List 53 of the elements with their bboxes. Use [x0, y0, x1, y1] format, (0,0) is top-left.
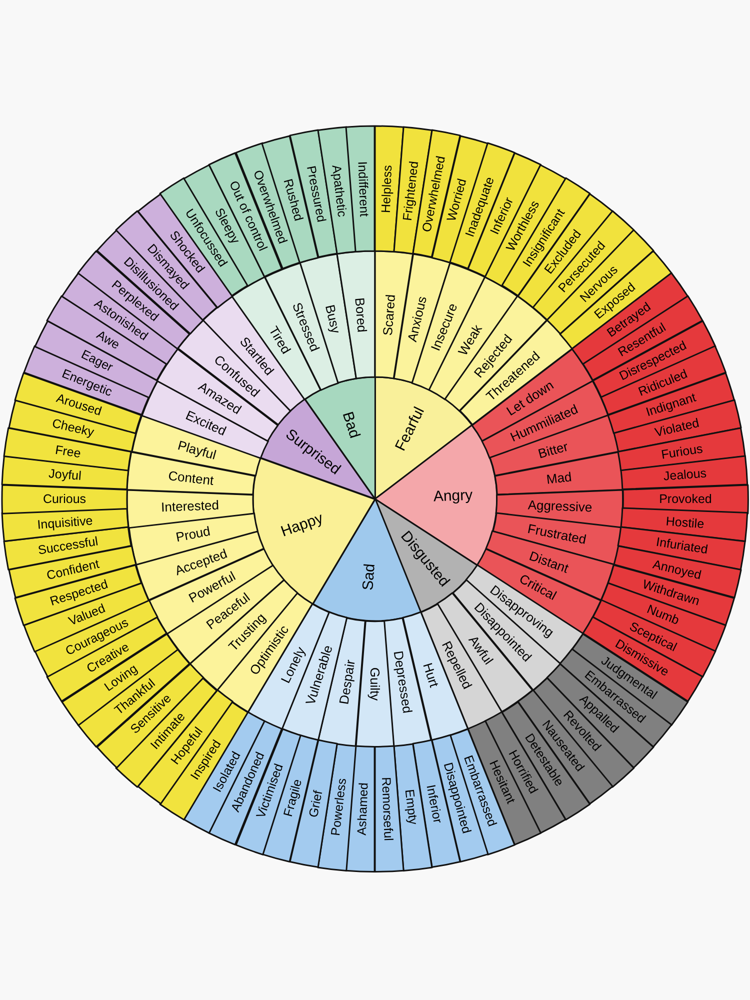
- emotion-segment: [1, 484, 128, 514]
- emotion-label: Content: [168, 468, 215, 487]
- emotion-label: Apathetic: [330, 164, 349, 218]
- emotion-label: Mad: [545, 470, 572, 486]
- emotion-label: Confident: [45, 558, 100, 582]
- emotion-label: Pressured: [304, 165, 328, 224]
- emotion-label: Cheeky: [50, 417, 95, 440]
- emotion-label: Frustrated: [526, 522, 587, 546]
- emotion-label: Ashamed: [356, 782, 370, 836]
- emotion-label: Distant: [528, 548, 570, 574]
- emotion-label: Violated: [654, 417, 701, 440]
- emotion-label: Helpless: [380, 164, 394, 213]
- emotion-label: Joyful: [48, 468, 82, 483]
- emotion-label: Furious: [660, 442, 704, 461]
- emotion-label: Indifferent: [356, 160, 370, 217]
- emotion-label: Bitter: [537, 440, 570, 460]
- emotion-label: Bored: [353, 296, 369, 332]
- emotion-label: Infuriated: [655, 536, 709, 557]
- emotion-label: Frightened: [400, 160, 420, 221]
- emotion-segment: [355, 620, 395, 748]
- emotion-label: Interested: [160, 498, 220, 514]
- emotion-label: Depressed: [392, 650, 414, 714]
- emotion-label: Powerless: [330, 778, 349, 837]
- emotion-label: Anxious: [406, 294, 429, 343]
- emotion-label: Annoyed: [652, 558, 703, 582]
- emotion-label: Bad: [340, 410, 363, 440]
- emotion-label: Jealous: [662, 467, 707, 484]
- emotion-label: Hurt: [420, 662, 441, 690]
- emotion-label: Despair: [336, 658, 357, 705]
- emotion-label: Free: [54, 443, 82, 460]
- emotion-label: Remorseful: [379, 777, 394, 842]
- emotion-label: Sad: [360, 562, 378, 591]
- emotion-label: Scared: [381, 294, 398, 336]
- emotion-label: Guilty: [368, 667, 382, 701]
- emotion-label: Worried: [445, 176, 470, 222]
- emotion-label: Aggressive: [527, 498, 592, 514]
- emotion-label: Successful: [37, 536, 99, 558]
- emotion-label: Hostile: [665, 515, 704, 530]
- emotion-segment: [374, 745, 405, 873]
- emotion-label: Curious: [42, 492, 86, 506]
- emotion-label: Inferior: [424, 784, 444, 824]
- emotion-label: Fragile: [282, 778, 304, 818]
- emotion-label: Happy: [278, 510, 325, 540]
- emotion-label: Inquisitive: [37, 514, 94, 532]
- emotion-segment: [345, 125, 376, 253]
- emotion-label: Provoked: [659, 492, 712, 506]
- emotion-label: Proud: [175, 524, 212, 544]
- emotion-label: Grief: [307, 789, 325, 818]
- emotion-label: Empty: [402, 789, 419, 826]
- emotion-label: Busy: [323, 303, 342, 334]
- emotion-label: Numb: [645, 603, 681, 628]
- emotion-label: Angry: [433, 488, 473, 504]
- emotion-label: Playful: [176, 438, 218, 462]
